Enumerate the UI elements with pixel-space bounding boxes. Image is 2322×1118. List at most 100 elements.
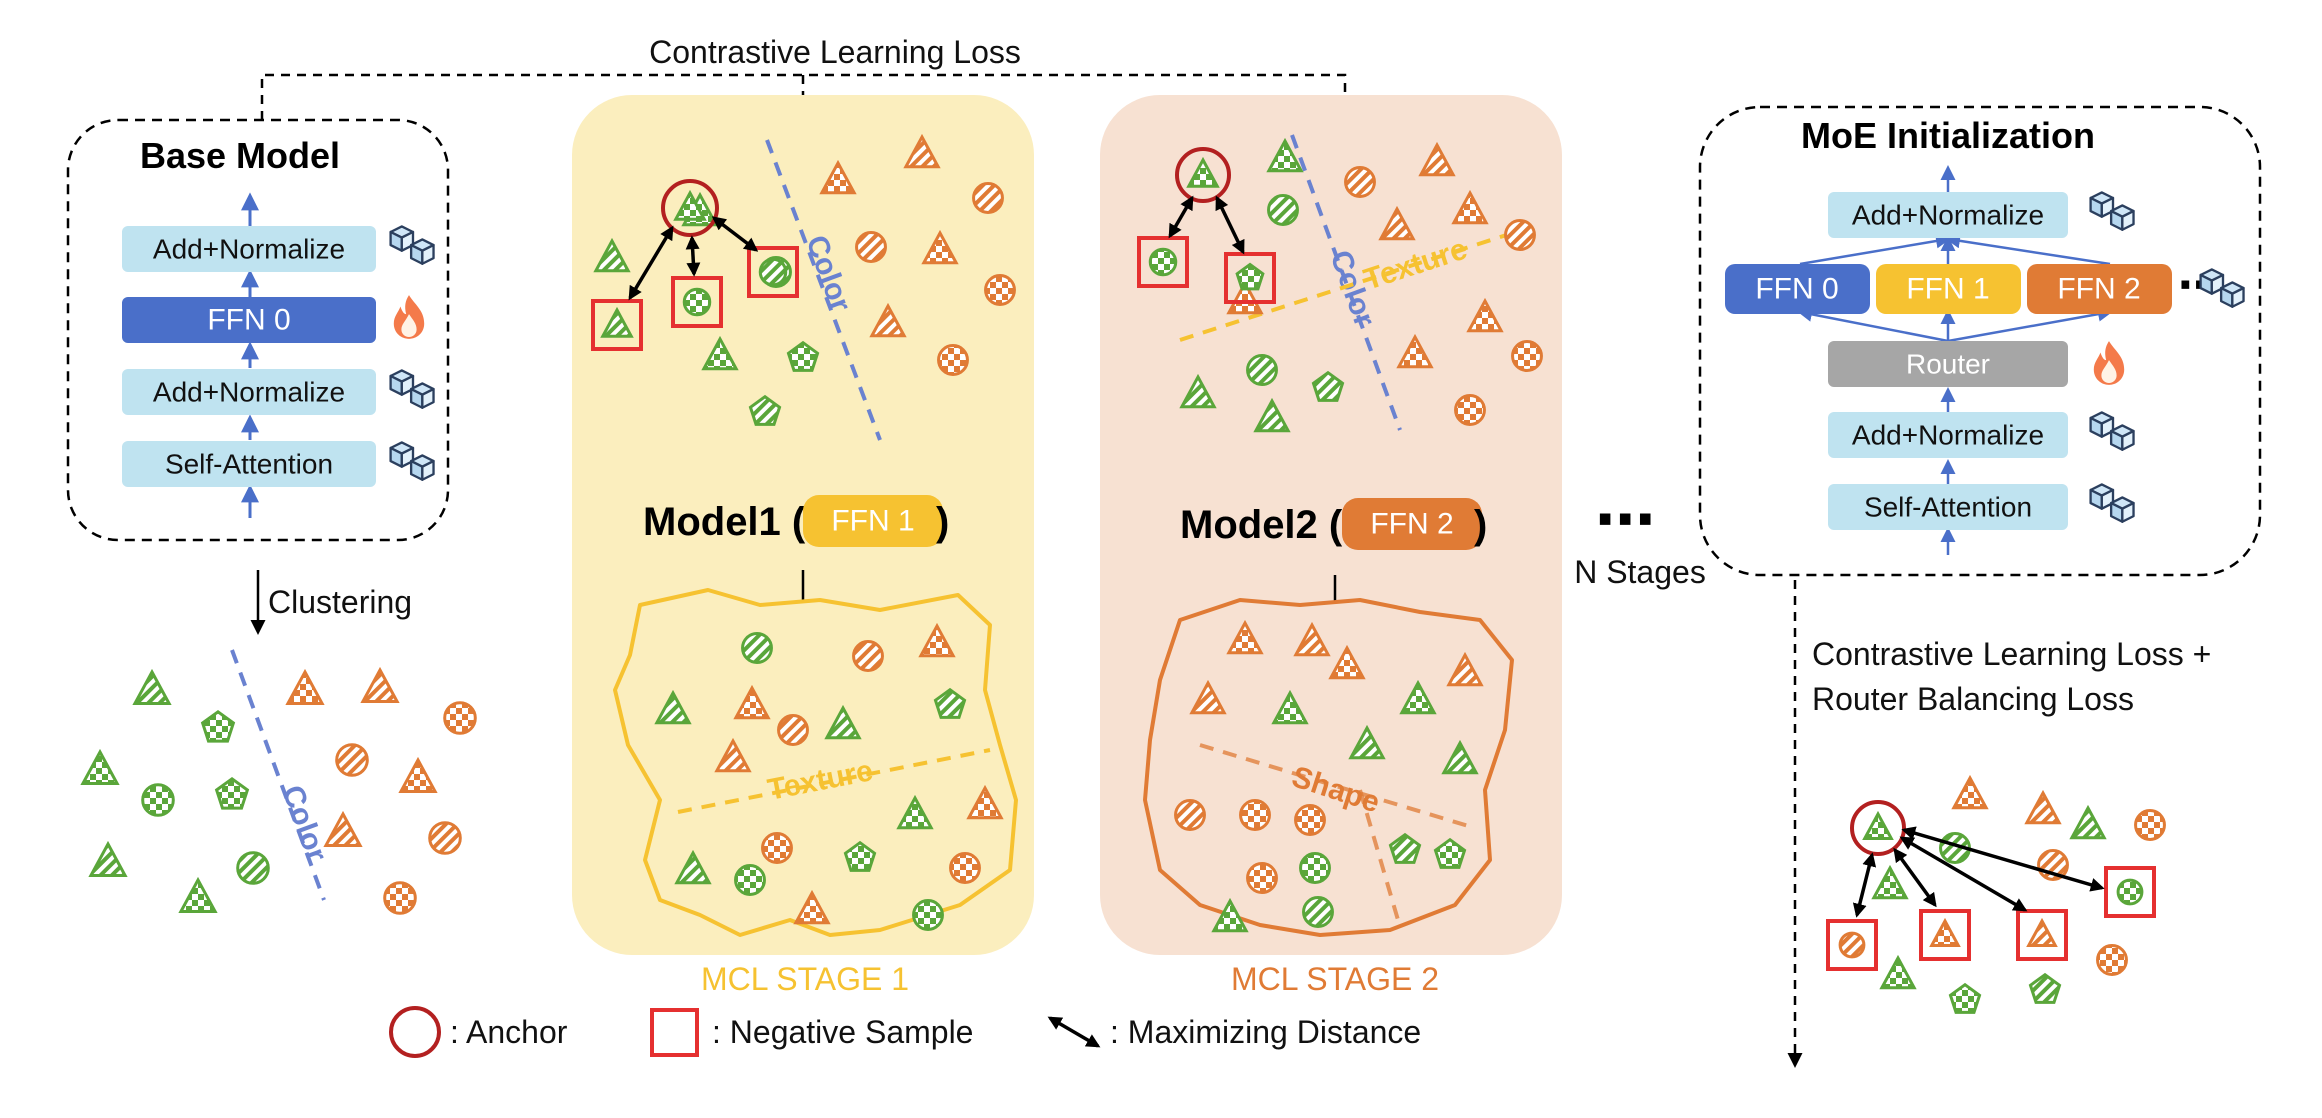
negative-marker [747, 246, 799, 298]
scatter-shape [1174, 799, 1206, 831]
distance-arrow [711, 216, 759, 252]
scatter-shape [2028, 972, 2062, 1004]
scatter-shape [674, 849, 712, 885]
scatter-shape [593, 237, 631, 273]
scatter-shape [1466, 297, 1504, 333]
scatter-shape [443, 701, 477, 735]
legend-negative-square [650, 1008, 699, 1057]
negative-marker [1224, 252, 1276, 304]
negative-marker [1137, 236, 1189, 288]
scatter-shape [1862, 810, 1894, 840]
scatter-shape [1433, 837, 1467, 869]
scatter-shape [2116, 878, 2144, 906]
scatter-shape [323, 810, 363, 847]
stage1-model-label: Model1 ( [643, 500, 806, 544]
left-divider-label: Color [275, 781, 333, 866]
scatter-shape [1189, 679, 1227, 715]
negative-marker [671, 276, 723, 328]
stage2-model-close: ) [1474, 503, 1487, 547]
scatter-shape [1446, 651, 1484, 687]
moe-top-add-norm: Add+Normalize [1852, 200, 2044, 231]
distance-arrow [1852, 852, 1877, 918]
scatter-shape [896, 794, 934, 830]
top-loss-connector: Contrastive Learning Loss [260, 30, 1347, 493]
moe-mid-add-norm: Add+Normalize [1852, 420, 2044, 451]
scatter-shape [1454, 394, 1486, 426]
anchor-marker [1175, 147, 1231, 203]
scatter-shape [1302, 896, 1334, 928]
scatter-shape [1396, 333, 1434, 369]
negative-marker [591, 299, 643, 351]
scatter-shape [2024, 789, 2062, 825]
n-stages: ⋯ N Stages [1574, 486, 1706, 590]
scatter-shape [360, 666, 400, 703]
scatter-shape [654, 689, 692, 725]
scatter-shape [1511, 340, 1543, 372]
scatter-shape [383, 881, 417, 915]
scatter-shape [918, 622, 956, 658]
stage1-caption: MCL STAGE 1 [701, 961, 909, 997]
scatter-shape [741, 632, 773, 664]
stage2-ffn-label: FFN 2 [1370, 508, 1453, 541]
scatter-shape [1311, 370, 1345, 402]
scatter-shape [714, 737, 752, 773]
scatter-shape [1451, 189, 1489, 225]
scatter-shape [1441, 739, 1479, 775]
scatter-shape [1328, 644, 1366, 680]
base-layer-add-norm-top: Add+Normalize [153, 234, 345, 265]
n-stages-dots: ⋯ [1595, 486, 1655, 553]
scatter-shape [748, 394, 782, 426]
scatter-shape [852, 640, 884, 672]
stage1-panel: Color Model1 ( FFN 1 ) Texture MCL STAGE… [572, 95, 1034, 997]
stage1-ffn-label: FFN 1 [831, 505, 914, 538]
scatter-shape [132, 668, 172, 705]
scatter-shape [178, 876, 218, 913]
scatter-shape [701, 335, 739, 371]
scatter-shape [1344, 166, 1376, 198]
scatter-shape [777, 714, 809, 746]
scatter-shape [1211, 897, 1249, 933]
scatter-shape [1378, 205, 1416, 241]
scatter-shape [1239, 799, 1271, 831]
scatter-shape [1235, 262, 1265, 291]
moe-title: MoE Initialization [1801, 115, 2095, 156]
scatter-shape [398, 756, 438, 793]
distance-arrow [628, 225, 674, 301]
negative-marker [1826, 919, 1878, 971]
base-layer-self-attention: Self-Attention [165, 449, 333, 480]
scatter-shape [1148, 247, 1178, 277]
scatter-shape [933, 687, 967, 719]
scatter-shape [758, 257, 788, 287]
scatter-shape [1929, 917, 1961, 947]
scatter-shape [1253, 397, 1291, 433]
scatter-shape [1948, 982, 1982, 1014]
scatter-shape [733, 684, 771, 720]
scatter-shape [1226, 619, 1264, 655]
scatter-shape [984, 274, 1016, 306]
scatter-shape [1838, 931, 1866, 959]
scatter-shape [786, 340, 820, 372]
scatter-shape [912, 899, 944, 931]
moe-router: Router [1906, 349, 1990, 380]
stage2-panel: Color Texture Model2 ( FFN 2 ) Shape MCL… [1100, 95, 1562, 997]
scatter-shape [1271, 689, 1309, 725]
legend-anchor-label: : Anchor [450, 1014, 568, 1050]
scatter-shape [1299, 852, 1331, 884]
scatter-shape [1399, 679, 1437, 715]
scatter-shape [1267, 194, 1299, 226]
scatter-shape [1226, 279, 1264, 315]
base-model-title: Base Model [140, 135, 340, 176]
n-stages-label: N Stages [1574, 554, 1706, 590]
scatter-shape [2026, 917, 2058, 947]
scatter-shape [673, 189, 707, 221]
scatter-shape [2096, 944, 2128, 976]
stage1-model-close: ) [936, 500, 949, 544]
scatter-shape [1388, 832, 1422, 864]
scatter-shape [793, 889, 831, 925]
scatter-shape [141, 783, 175, 817]
distance-arrow [685, 235, 701, 277]
scatter-shape [682, 287, 712, 317]
base-model-panel: Base Model Add+Normalize FFN 0 Add+Norma… [66, 118, 450, 542]
legend-distance-label: : Maximizing Distance [1110, 1014, 1421, 1050]
